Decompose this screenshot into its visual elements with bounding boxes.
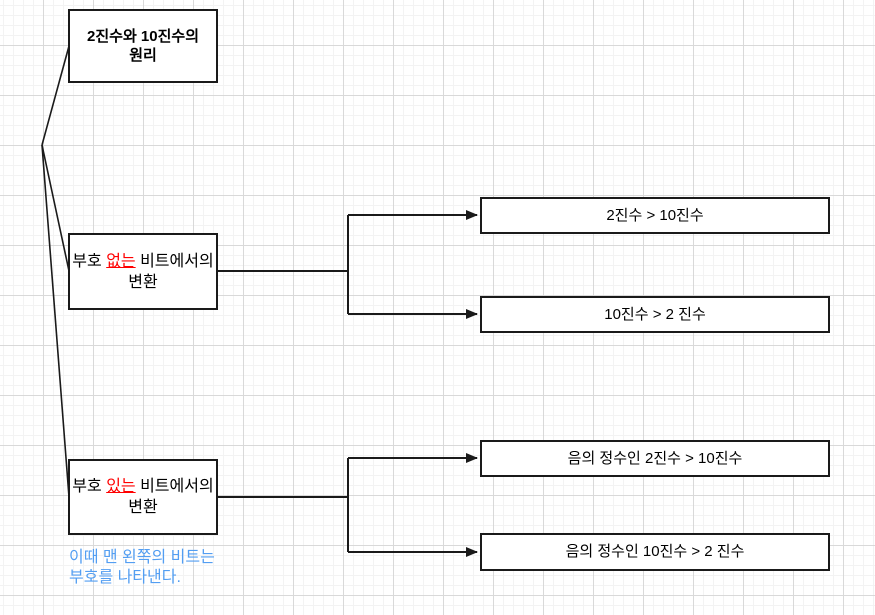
node-neg-dec-to-bin[interactable]: 음의 정수인 10진수 > 2 진수 (480, 533, 830, 571)
node-neg-bin-to-dec[interactable]: 음의 정수인 2진수 > 10진수 (480, 440, 830, 477)
label-prefix: 부호 (72, 252, 107, 270)
node-binary-decimal-principle[interactable]: 2진수와 10진수의 원리 (68, 9, 218, 83)
node-label-line1: 부호 있는 비트에서의 (72, 476, 213, 497)
node-label-line1: 부호 없는 비트에서의 (72, 251, 213, 272)
node-bin-to-dec[interactable]: 2진수 > 10진수 (480, 197, 830, 234)
note-line2: 부호를 나타낸다. (69, 569, 181, 586)
node-label: 2진수 > 10진수 (606, 206, 704, 224)
node-label: 음의 정수인 10진수 > 2 진수 (565, 543, 745, 560)
node-unsigned-bit-conversion[interactable]: 부호 없는 비트에서의 변환 (68, 233, 218, 310)
node-signed-bit-conversion[interactable]: 부호 있는 비트에서의 변환 (68, 459, 218, 535)
node-label-line2: 변환 (128, 499, 158, 516)
node-dec-to-bin[interactable]: 10진수 > 2 진수 (480, 296, 830, 333)
node-label-line2: 변환 (128, 273, 158, 291)
node-label-line2: 원리 (129, 47, 157, 64)
node-label-line1: 2진수와 10진수의 (87, 28, 199, 45)
label-highlight-red: 있는 (106, 478, 136, 495)
note-line1: 이때 맨 왼쪽의 비트는 (69, 549, 215, 566)
label-prefix: 부호 (72, 478, 107, 495)
node-label: 10진수 > 2 진수 (604, 305, 706, 323)
edge-junction-to-unsigned[interactable] (41, 144, 70, 272)
label-suffix: 비트에서의 (135, 252, 214, 270)
sign-bit-note[interactable]: 이때 맨 왼쪽의 비트는 부호를 나타낸다. (69, 548, 269, 588)
node-label: 음의 정수인 2진수 > 10진수 (567, 449, 743, 467)
edge-junction-to-root[interactable] (41, 45, 70, 146)
label-suffix: 비트에서의 (135, 478, 214, 495)
edge-junction-to-signed[interactable] (41, 144, 70, 498)
label-highlight-red: 없는 (106, 252, 136, 270)
